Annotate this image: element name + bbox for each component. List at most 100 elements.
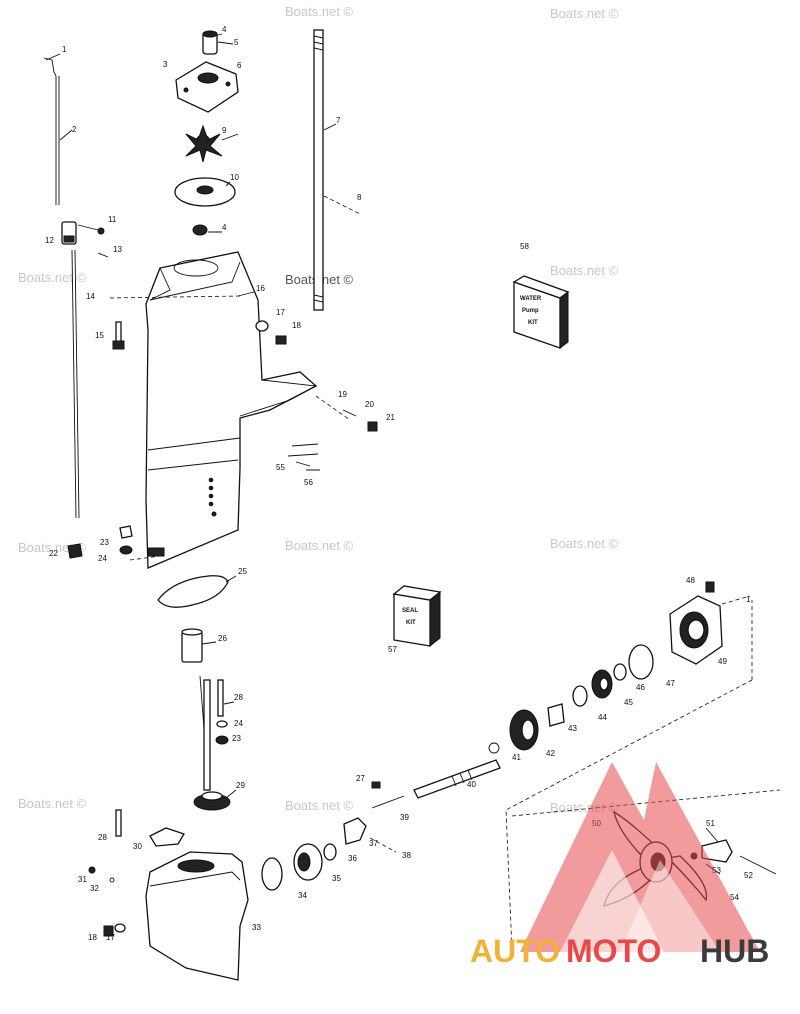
water-pump-kit: WATER Pump KIT [512,275,570,349]
callout-58: 58 [520,242,529,251]
callout-44: 44 [598,713,607,722]
callout-42: 42 [546,749,555,758]
callout-36: 36 [348,854,357,863]
logo-triangle-icon [520,762,760,952]
callout-21: 21 [386,413,395,422]
watermark: Boats.net © [550,6,619,21]
kit-label-line: Pump [522,308,539,314]
callout-35: 35 [332,874,341,883]
callout-43: 43 [568,724,577,733]
watermark: Boats.net © [285,4,354,19]
callout-18-lower: 18 [88,933,97,942]
callout-56: 56 [304,478,313,487]
impeller [185,124,223,163]
bushing [181,631,203,663]
callout-16: 16 [256,284,265,293]
callout-28-lower: 28 [98,833,107,842]
callout-20: 20 [365,400,374,409]
callout-37: 37 [369,839,378,848]
callout-41: 41 [512,753,521,762]
callout-30: 30 [133,842,142,851]
callout-45: 45 [624,698,633,707]
callout-47: 47 [666,679,675,688]
callout-34: 34 [298,891,307,900]
callout-26: 26 [218,634,227,643]
callout-31: 31 [78,875,87,884]
callout-14: 14 [86,292,95,301]
logo-text-moto: MOTO [566,933,661,969]
clutch [343,817,367,845]
callout-1: 1 [62,45,67,54]
automotohub-logo: AUTO MOTO HUB [470,762,769,969]
callout-3: 3 [163,60,168,69]
propeller-shaft [413,759,501,799]
callout-17: 17 [276,308,285,317]
water-pump-housing [175,61,239,113]
callout-12: 12 [45,236,54,245]
callout-13: 13 [113,245,122,254]
callout-22: 22 [49,549,58,558]
callout-24-lower: 24 [234,719,243,728]
callout-8: 8 [357,193,362,202]
callout-52: 52 [744,871,753,880]
callout-19: 19 [338,390,347,399]
callout-4: 4 [222,25,227,34]
callout-1-lower: 1 [746,595,751,604]
watermark: Boats.net © [285,538,354,553]
callout-54: 54 [730,893,739,902]
seal-kit: SEAL KIT [392,585,442,648]
callout-7: 7 [336,116,341,125]
gearcase [145,851,249,981]
logo-text-auto: AUTO [470,933,560,969]
callout-24: 24 [98,554,107,563]
callout-39: 39 [400,813,409,822]
callout-32: 32 [90,884,99,893]
callout-15: 15 [95,331,104,340]
kit-label-line: KIT [406,620,416,626]
kit-label-line: KIT [528,320,538,326]
callout-18: 18 [292,321,301,330]
callout-6: 6 [237,61,242,70]
bearing [261,857,283,891]
callout-38: 38 [402,851,411,860]
callout-57: 57 [388,645,397,654]
upper-drive-parts: WATER Pump KIT [43,29,570,608]
callout-49: 49 [718,657,727,666]
callout-53: 53 [712,866,721,875]
shift-rod [43,57,57,205]
callout-9: 9 [222,126,227,135]
drive-shaft [313,29,324,311]
callout-23: 23 [100,538,109,547]
callout-29: 29 [236,781,245,790]
callout-27: 27 [356,774,365,783]
callout-51: 51 [706,819,715,828]
callout-40: 40 [467,780,476,789]
callout-11: 11 [108,215,117,224]
callout-28: 28 [234,693,243,702]
kit-label-line: SEAL [402,608,418,614]
callout-labels: 1 2 3 4 5 6 7 8 9 10 11 12 13 14 15 16 1… [45,25,753,942]
kit-label-line: WATER [520,296,542,302]
callout-25: 25 [238,567,247,576]
callout-55: 55 [276,463,285,472]
callout-33: 33 [252,923,261,932]
watermark: Boats.net © [285,798,354,813]
callout-17-lower: 17 [106,933,115,942]
watermark: Boats.net © [18,796,87,811]
callout-48: 48 [686,576,695,585]
callout-10: 10 [230,173,239,182]
callout-2: 2 [72,125,77,134]
callout-46: 46 [636,683,645,692]
callout-23-lower: 23 [232,734,241,743]
watermark: Boats.net © [550,536,619,551]
watermark: Boats.net © [550,263,619,278]
callout-4-lower: 4 [222,223,227,232]
lower-shift-rod [71,249,77,519]
gasket [157,575,229,608]
watermark: Boats.net © [18,270,87,285]
driveshaft-housing [145,251,318,569]
callout-5: 5 [234,38,239,47]
lower-gearcase-parts: SEAL KIT [88,581,781,981]
